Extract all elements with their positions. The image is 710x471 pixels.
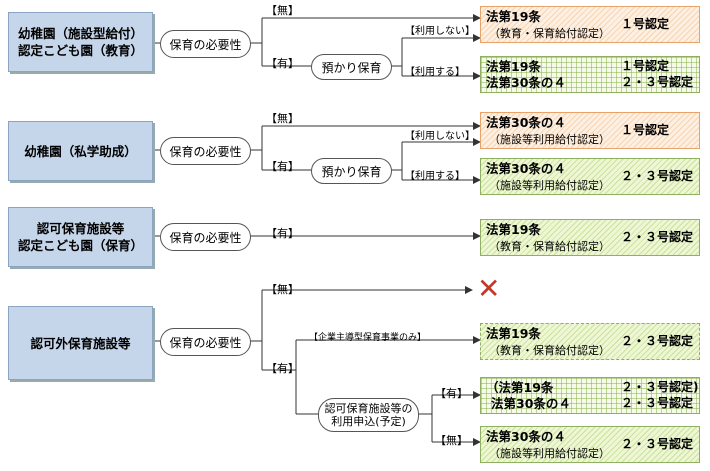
none-x-mark: ✕ bbox=[477, 272, 501, 305]
result-law: 法第19条 bbox=[486, 59, 541, 74]
result-box: 法第19条 （教育・保育給付認定） ２・３号認定 bbox=[480, 323, 700, 360]
label-kigyou: 【企業主導型保育事業のみ】 bbox=[309, 333, 427, 343]
result-cert: ２・３号認定 bbox=[621, 396, 694, 410]
riyou-line: 利用申込(予定) bbox=[331, 415, 406, 428]
label-riyou-suru: 【利用する】 bbox=[405, 67, 465, 78]
need-oval: 保育の必要性 bbox=[160, 30, 251, 58]
result-law: 法第19条 bbox=[486, 222, 541, 237]
facility-ninka-hoiku: 認可保育施設等認定こども園（保育） bbox=[8, 207, 153, 267]
result-box: 法第30条の４ （施設等利用給付認定） ２・３号認定 bbox=[480, 158, 700, 195]
facility-line: 認可保育施設等 bbox=[36, 221, 125, 236]
label-riyou-suru: 【利用する】 bbox=[405, 171, 465, 182]
facility-line: 認定こども園（保育） bbox=[17, 238, 143, 253]
result-sub: （教育・保育給付認定） bbox=[489, 344, 610, 357]
result-cert: ２・３号認定 bbox=[621, 75, 694, 89]
need-oval: 保育の必要性 bbox=[160, 328, 251, 356]
result-sub: （施設等利用給付認定） bbox=[489, 179, 610, 192]
facility-line: 幼稚園（施設型給付） bbox=[17, 26, 143, 41]
result-box: 法第19条 （教育・保育給付認定） ２・３号認定 bbox=[480, 219, 700, 256]
result-law: 法第19条 bbox=[486, 9, 541, 24]
result-cert: ２・３号認定 bbox=[621, 334, 694, 348]
need-oval: 保育の必要性 bbox=[160, 137, 251, 165]
result-cert: １号認定 bbox=[621, 17, 670, 31]
label-ari-hosoku: 【有】 bbox=[435, 387, 468, 400]
result-law: 法第30条の４ bbox=[491, 396, 571, 411]
result-law: 法第30条の４ bbox=[486, 75, 566, 90]
azukari-oval: 預かり保育 bbox=[311, 54, 392, 80]
result-law: 法第19条 bbox=[486, 326, 541, 341]
facility-line: 幼稚園（私学助成） bbox=[24, 143, 137, 159]
result-box: 法第30条の４ （施設等利用給付認定） ２・３号認定 bbox=[480, 426, 700, 463]
riyou-line: 認可保育施設等の bbox=[324, 402, 413, 415]
result-box: 法第19条 （教育・保育給付認定） １号認定 bbox=[480, 6, 700, 43]
label-nai: 【無】 bbox=[266, 112, 299, 125]
label-riyou-shinai: 【利用しない】 bbox=[405, 26, 475, 37]
label-nai: 【無】 bbox=[266, 283, 299, 296]
label-nai: 【無】 bbox=[266, 4, 299, 17]
riyou-oval: 認可保育施設等の 利用申込(予定) bbox=[318, 398, 419, 432]
result-law: 法第30条の４ bbox=[486, 429, 566, 444]
result-law: （法第19条 bbox=[486, 380, 554, 395]
result-box: 法第19条 法第30条の４ １号認定 ２・３号認定 bbox=[480, 56, 700, 93]
facility-ninkagai: 認可外保育施設等 bbox=[8, 306, 153, 380]
facility-line: 認定こども園（教育） bbox=[17, 43, 143, 58]
azukari-oval: 預かり保育 bbox=[311, 158, 392, 184]
need-oval: 保育の必要性 bbox=[160, 223, 251, 251]
label-ari: 【有】 bbox=[266, 57, 299, 70]
label-nai-short: 【無】 bbox=[435, 434, 468, 447]
result-sub: （教育・保育給付認定） bbox=[489, 240, 610, 253]
facility-kindergarten-shigaku: 幼稚園（私学助成） bbox=[8, 121, 153, 181]
label-ari: 【有】 bbox=[266, 227, 299, 240]
result-law: 法第30条の４ bbox=[486, 115, 566, 130]
label-riyou-shinai: 【利用しない】 bbox=[405, 131, 475, 142]
result-box: （法第19条 法第30条の４ ２・３号認定) ２・３号認定 bbox=[480, 377, 700, 414]
result-cert: ２・３号認定 bbox=[621, 230, 694, 244]
result-cert: ２・３号認定 bbox=[621, 437, 694, 451]
facility-kindergarten-shisetsu: 幼稚園（施設型給付） 認定こども園（教育） bbox=[8, 12, 153, 72]
result-cert: １号認定 bbox=[621, 59, 670, 73]
result-cert: １号認定 bbox=[621, 123, 670, 137]
result-cert: ２・３号認定 bbox=[621, 169, 694, 183]
result-box: 法第30条の４ （施設等利用給付認定） １号認定 bbox=[480, 112, 700, 149]
result-sub: （施設等利用給付認定） bbox=[489, 133, 610, 146]
result-sub: （施設等利用給付認定） bbox=[489, 447, 610, 460]
result-law: 法第30条の４ bbox=[486, 161, 566, 176]
label-ari: 【有】 bbox=[266, 362, 299, 375]
result-sub: （教育・保育給付認定） bbox=[489, 27, 610, 40]
result-cert: ２・３号認定) bbox=[621, 380, 699, 394]
label-ari: 【有】 bbox=[266, 160, 299, 173]
facility-line: 認可外保育施設等 bbox=[30, 335, 131, 351]
